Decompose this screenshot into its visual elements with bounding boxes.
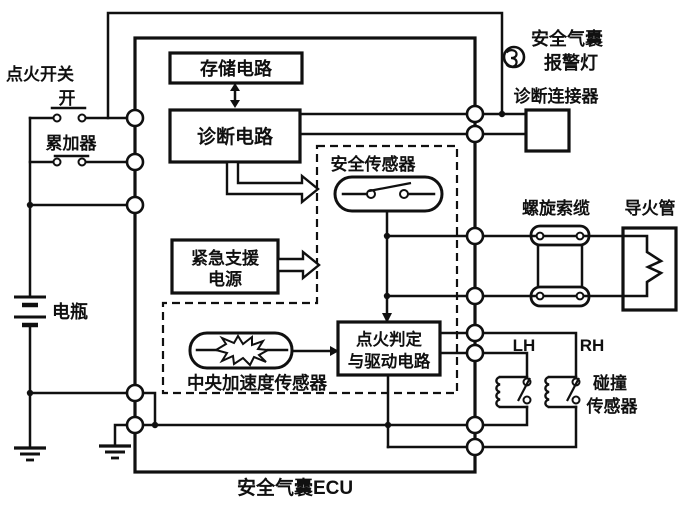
arrow-accel-to-judge xyxy=(290,346,339,356)
ground-symbol-battery xyxy=(14,446,46,462)
ecu-label: 安全气囊ECU xyxy=(237,476,353,499)
central-accel-sensor-label: 中央加速度传感器 xyxy=(187,373,327,393)
wire-safety-sensor-output xyxy=(382,209,477,323)
ignition-on-label: 开 xyxy=(59,89,76,108)
rh-label: RH xyxy=(580,336,605,355)
central-accel-sensor-symbol xyxy=(188,331,294,370)
rh-crash-sensor-symbol xyxy=(544,375,581,409)
backup-power-label-line1: 紧急支援 xyxy=(191,248,260,268)
warning-lamp-icon xyxy=(502,45,526,69)
backup-power-label-line2: 电源 xyxy=(208,269,242,289)
ignition-switch-symbol xyxy=(50,106,87,123)
junction-dots xyxy=(26,110,506,429)
lh-label: LH xyxy=(513,336,536,355)
wire-diag-to-connector xyxy=(298,112,528,136)
safety-sensor-label: 安全传感器 xyxy=(331,154,417,174)
squib-symbol xyxy=(621,226,678,312)
wire-battery-branch xyxy=(28,116,137,449)
wire-crash-sensors xyxy=(473,331,578,449)
ecu-terminals xyxy=(125,104,485,457)
storage-circuit-label: 存储电路 xyxy=(200,58,273,79)
spiral-cable-label: 螺旋索缆 xyxy=(522,198,590,218)
sensor-assembly-dashed-box xyxy=(161,144,459,395)
storage-circuit-box xyxy=(168,51,304,85)
wire-top-bus xyxy=(106,11,504,120)
crash-sensor-label-line1: 碰撞 xyxy=(593,373,627,393)
accumulator-label: 累加器 xyxy=(46,134,98,153)
lh-crash-sensor-symbol xyxy=(495,375,532,409)
hollow-arrow-backup-power xyxy=(276,249,321,281)
battery-symbol xyxy=(14,295,46,328)
hollow-arrow-diagnosis xyxy=(225,160,320,205)
warning-lamp-label-line1: 安全气囊 xyxy=(531,28,604,49)
spiral-cable-symbol xyxy=(529,224,591,308)
diagnosis-circuit-label: 诊断电路 xyxy=(197,125,274,148)
warning-lamp-label-line2: 报警灯 xyxy=(544,52,598,73)
diag-connector-label: 诊断连接器 xyxy=(514,86,600,106)
ignition-judge-label-line1: 点火判定 xyxy=(356,329,423,349)
ecu-box xyxy=(133,36,477,474)
ground-symbol-ecu xyxy=(99,444,131,460)
wire-judge-outputs xyxy=(386,331,477,449)
diagnostic-connector-box xyxy=(524,108,571,153)
battery-label: 电瓶 xyxy=(52,301,88,322)
bidirectional-arrow xyxy=(230,83,240,108)
wire-internal-bus xyxy=(113,391,477,449)
accumulator-switch-symbol xyxy=(52,154,90,167)
ignition-switch-label: 点火开关 xyxy=(6,64,74,84)
ignition-judge-label-line2: 与驱动电路 xyxy=(348,351,431,371)
squib-label: 导火管 xyxy=(625,198,676,218)
safety-sensor-symbol xyxy=(333,175,444,213)
crash-sensor-label-line2: 传感器 xyxy=(586,396,639,416)
